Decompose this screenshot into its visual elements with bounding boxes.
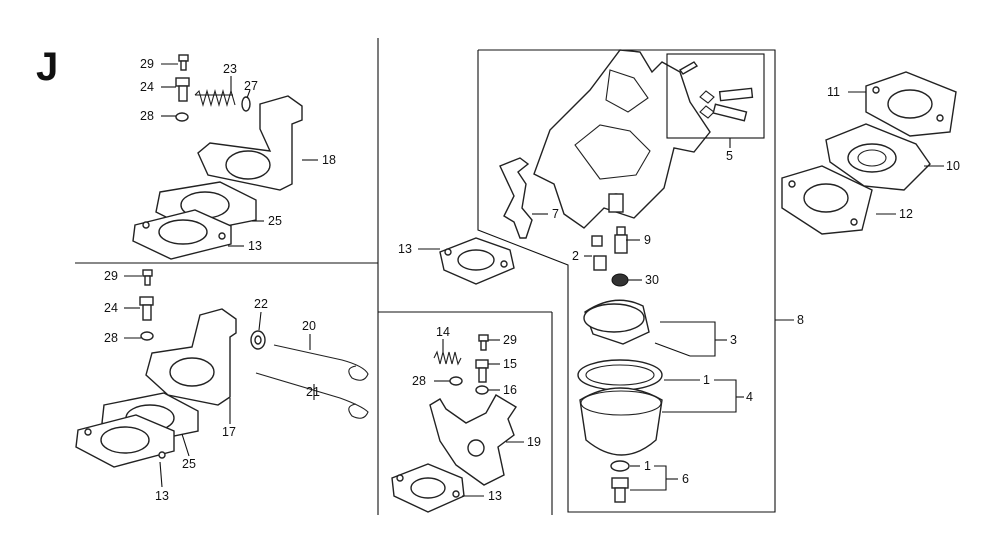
callout-11: 11 (827, 85, 840, 99)
callout-25: 25 (182, 457, 196, 471)
part-bracket-18 (197, 95, 303, 191)
part-float-bowl-4 (577, 359, 663, 456)
part-bracket-17 (145, 308, 237, 406)
part-gasket-11 (865, 71, 957, 137)
callout-2: 2 (572, 249, 579, 263)
part-choke-valve-7 (499, 157, 533, 239)
callout-13: 13 (155, 489, 169, 503)
part-rod-20 (273, 344, 369, 381)
part-screw-29-a (178, 54, 189, 71)
callout-24: 24 (140, 80, 154, 94)
callout-23: 23 (223, 62, 237, 76)
callout-1: 1 (644, 459, 651, 473)
part-spring-14 (433, 350, 462, 366)
callout-30: 30 (645, 273, 659, 287)
part-washer-28-a (175, 112, 189, 122)
callout-13: 13 (398, 242, 412, 256)
part-gasket-13-c (439, 237, 515, 285)
part-needle-9 (614, 226, 628, 254)
callout-27: 27 (244, 79, 258, 93)
part-rod-21 (255, 372, 369, 419)
part-washer-1 (610, 460, 630, 472)
callout-15: 15 (503, 357, 517, 371)
callout-13: 13 (248, 239, 262, 253)
part-gasket-12 (781, 165, 873, 235)
callout-10: 10 (946, 159, 960, 173)
part-bracket-19 (429, 394, 517, 486)
callout-8: 8 (797, 313, 804, 327)
part-washer-28-c (449, 376, 463, 386)
part-screw-kit-5 (666, 53, 765, 139)
part-gasket-13-d (391, 463, 465, 513)
part-nut-30 (611, 273, 629, 287)
part-gasket-13-a (132, 209, 232, 260)
callout-6: 6 (682, 472, 689, 486)
callout-13: 13 (488, 489, 502, 503)
callout-22: 22 (254, 297, 268, 311)
part-screw-15 (475, 359, 489, 383)
callout-19: 19 (527, 435, 541, 449)
callout-28: 28 (412, 374, 426, 388)
part-collar-22 (250, 330, 266, 350)
callout-28: 28 (104, 331, 118, 345)
part-insulator-10 (825, 123, 931, 191)
part-bolt-6 (611, 477, 629, 503)
callout-28: 28 (140, 109, 154, 123)
leader-lines (124, 63, 944, 497)
part-jet-24-b (139, 296, 154, 321)
part-spring-23 (194, 88, 236, 108)
callout-3: 3 (730, 333, 737, 347)
part-oring-27 (241, 96, 251, 112)
callout-25: 25 (268, 214, 282, 228)
part-gasket-13-b (75, 414, 175, 468)
callouts: 29 24 23 27 28 18 25 13 29 24 28 22 20 1… (104, 57, 960, 503)
part-carburetor-body (533, 49, 711, 229)
callout-29: 29 (503, 333, 517, 347)
section-letter: J (36, 45, 58, 89)
callout-14: 14 (436, 325, 450, 339)
part-screw-2 (591, 235, 607, 271)
callout-17: 17 (222, 425, 236, 439)
part-oring-16 (475, 385, 489, 395)
callout-1: 1 (703, 373, 710, 387)
frame-lines (75, 38, 776, 515)
callout-29: 29 (140, 57, 154, 71)
part-screw-29-b (142, 269, 153, 286)
callout-4: 4 (746, 390, 753, 404)
callout-12: 12 (899, 207, 913, 221)
callout-21: 21 (306, 385, 320, 399)
part-washer-28-b (140, 331, 154, 341)
callout-16: 16 (503, 383, 517, 397)
part-screw-29-c (478, 334, 489, 351)
callout-29: 29 (104, 269, 118, 283)
callout-9: 9 (644, 233, 651, 247)
callout-24: 24 (104, 301, 118, 315)
part-float-3 (583, 299, 691, 357)
callout-7: 7 (552, 207, 559, 221)
callout-5: 5 (726, 149, 733, 163)
part-jet-24-a (175, 77, 190, 102)
callout-20: 20 (302, 319, 316, 333)
callout-18: 18 (322, 153, 336, 167)
